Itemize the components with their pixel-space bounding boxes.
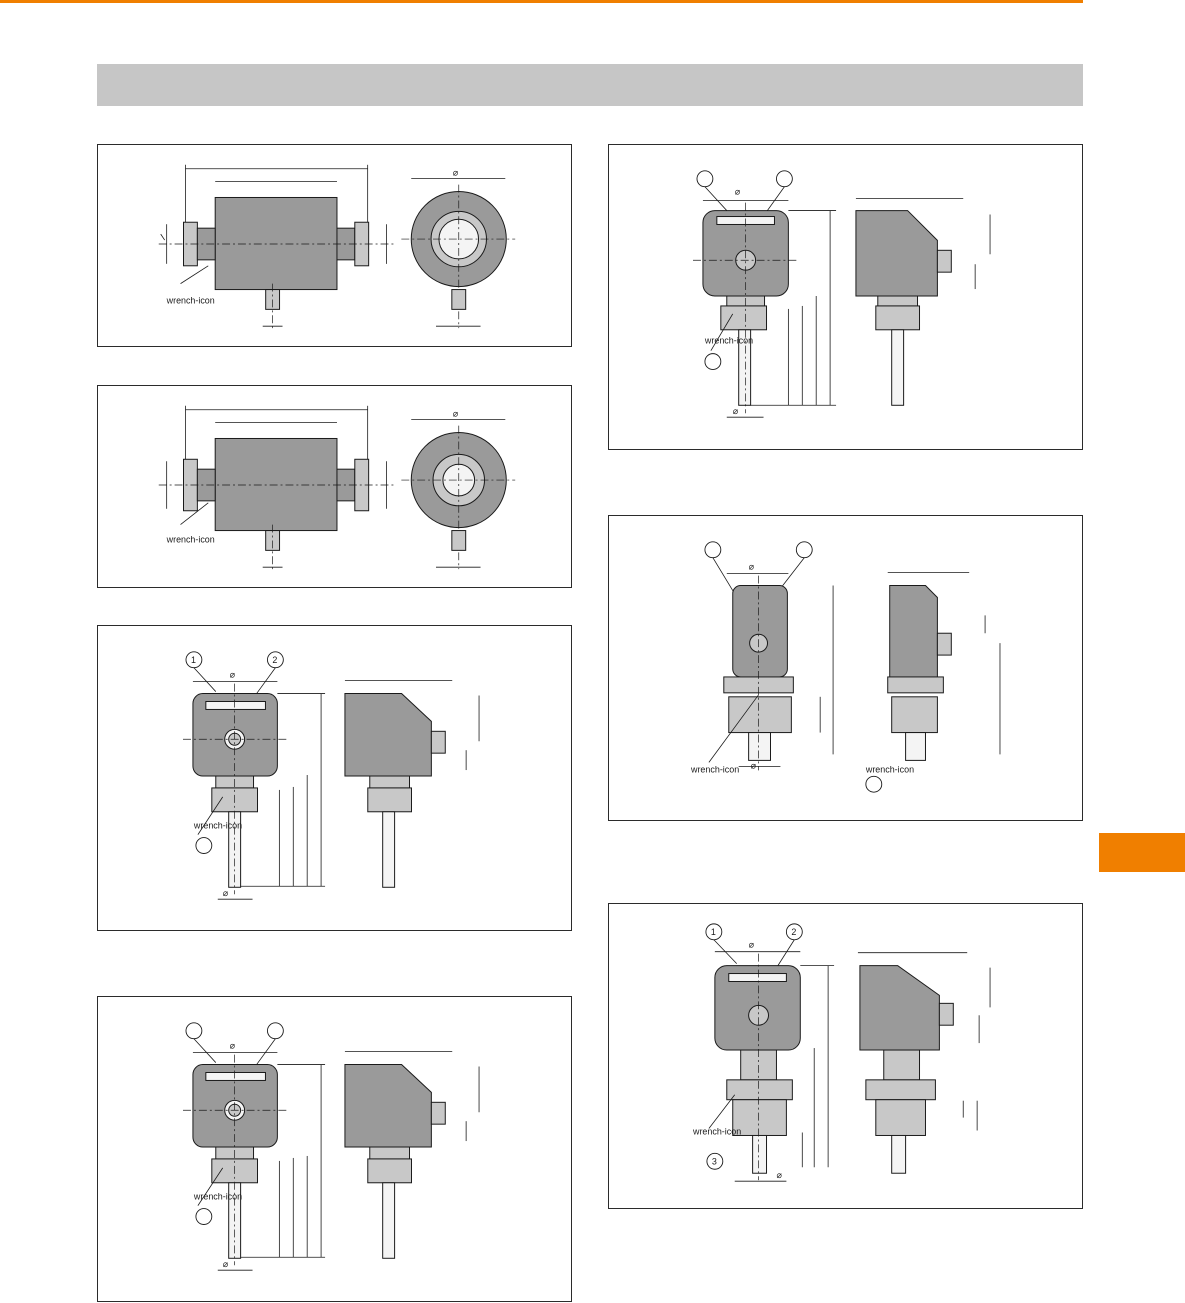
diameter-symbol: ⌀: [453, 168, 459, 178]
wrench-icon: wrench-icon: [193, 821, 242, 831]
callout-2: 2: [272, 655, 277, 665]
diameter-symbol: ⌀: [776, 1170, 782, 1180]
wrench-icon: wrench-icon: [692, 1126, 741, 1136]
diameter-symbol: ⌀: [453, 409, 459, 419]
diameter-symbol: ⌀: [749, 562, 755, 572]
side-chapter-tab: [1099, 833, 1185, 872]
drawing-panel-insertion-short: ⌀ ⌀ wrench-icon: [97, 996, 572, 1302]
drawing-panel-inline-hygienic: wrench-icon ⌀: [97, 385, 572, 588]
insertion-sensor-short-drawing: ⌀ ⌀ wrench-icon: [182, 1022, 480, 1271]
diameter-symbol: ⌀: [230, 1041, 236, 1051]
callout-3: 3: [712, 1156, 717, 1166]
diameter-symbol: ⌀: [733, 406, 739, 416]
clamp-sensor-right-bottom-drawing: 1 2 ⌀ ⌀ wrench-icon 3: [692, 923, 991, 1182]
drawing-panel-insertion-long: 1 2 ⌀ ⌀ wrench-icon: [97, 625, 572, 931]
diameter-symbol: ⌀: [735, 187, 741, 197]
wrench-icon: wrench-icon: [166, 295, 215, 305]
inline-sensor-threaded-drawing: wrench-icon ⌀: [158, 164, 516, 329]
insertion-sensor-right-top-drawing: ⌀ ⌀ wrench-icon: [693, 170, 991, 418]
threaded-sensor-right-middle-drawing: ⌀ ⌀ wrench-icon wrench-icon: [690, 541, 1001, 793]
wrench-icon: wrench-icon: [193, 1192, 242, 1202]
wrench-icon: wrench-icon: [166, 534, 215, 544]
wrench-icon: wrench-icon: [865, 764, 914, 774]
drawing-panel-insertion-right-top: ⌀ ⌀ wrench-icon: [608, 144, 1083, 450]
diameter-symbol: ⌀: [223, 888, 229, 898]
insertion-sensor-long-drawing: 1 2 ⌀ ⌀ wrench-icon: [182, 651, 480, 900]
top-accent-line: [0, 0, 1083, 3]
diameter-symbol: ⌀: [223, 1259, 229, 1269]
diameter-symbol: ⌀: [749, 940, 755, 950]
inline-sensor-hygienic-drawing: wrench-icon ⌀: [158, 405, 516, 570]
diameter-symbol: ⌀: [751, 760, 757, 770]
callout-1: 1: [191, 655, 196, 665]
drawing-panel-clamp-right-bottom: 1 2 ⌀ ⌀ wrench-icon 3: [608, 903, 1083, 1209]
wrench-icon: wrench-icon: [704, 336, 753, 346]
drawing-panel-threaded-right-middle: ⌀ ⌀ wrench-icon wrench-icon: [608, 515, 1083, 821]
callout-2: 2: [791, 927, 796, 937]
diameter-symbol: ⌀: [230, 670, 236, 680]
drawing-panel-inline-threaded: wrench-icon ⌀: [97, 144, 572, 347]
section-header-bar: [97, 64, 1083, 106]
wrench-icon: wrench-icon: [690, 764, 739, 774]
callout-1: 1: [711, 927, 716, 937]
